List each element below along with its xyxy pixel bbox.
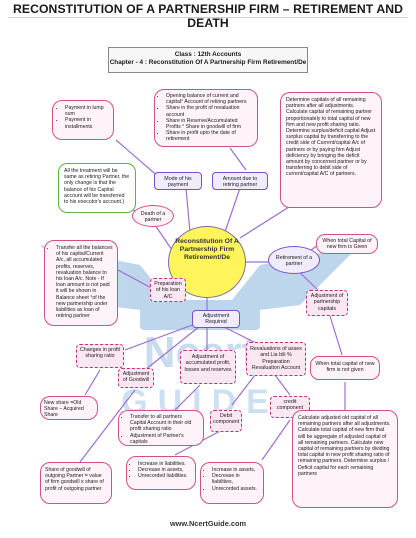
calc-adjusted-text: Calculate adjusted old capital of all re… [298, 415, 391, 477]
payment-modes-list: Payment in lump sum Payment in installme… [58, 105, 108, 130]
adjust-goodwill-label: Adjustment of Goodwill [122, 371, 150, 384]
footer-website: www.NcertGuide.com [169, 519, 247, 528]
when-given-label: When total Capital of new firm is Given [322, 238, 372, 251]
amount-item: Share in profit upto the date of retirem… [166, 130, 253, 142]
line-credit-items [261, 419, 291, 461]
retirement-node: Retirement of a partner [268, 246, 320, 274]
adjustment-capitals-label: Adjustment of partnership capitals [310, 293, 344, 312]
page-title: RECONSTITUTION OF A PARTNERSHIP FIRM – R… [12, 2, 404, 30]
line-changes-newshare [84, 369, 101, 396]
line-center-mode [185, 187, 191, 233]
changes-ratio-label: Changes in profit sharing ratio [79, 347, 121, 360]
death-note-text: All the treatment will be same as retiri… [64, 168, 130, 206]
when-given-node: When total Capital of new firm is Given [316, 234, 378, 254]
reserves-item: Transfer to all partners Capital Account… [130, 414, 199, 433]
new-share-text: New share =Old Share – Acquired Share [44, 400, 84, 419]
debit-component-node: Debit component [210, 410, 242, 432]
line-center-amount [224, 187, 241, 233]
line-loan-transfer [117, 269, 156, 291]
debit-component-label: Debit component [213, 413, 240, 426]
line-reval-debit [231, 374, 256, 406]
adjustment-capitals-node: Adjustment of partnership capitals [306, 290, 348, 316]
transfer-loan-list: Transfer all the balances of his capital… [49, 245, 113, 319]
calc-adjusted-box: Calculate adjusted old capital of all re… [292, 410, 398, 508]
debit-item: Decrease in assets, [138, 467, 191, 473]
mode-of-payment-label: Mode of his payment [164, 176, 192, 189]
line-center-death [154, 224, 173, 251]
adjust-profits-label: Adjustment of accumulated profit, losses… [184, 354, 232, 373]
revaluations-node: Revaluations of asses and Lia bili % Pre… [246, 342, 306, 376]
revaluations-label: Revaluations of asses and Lia bili % Pre… [250, 346, 302, 371]
title-divider [8, 17, 408, 18]
retirement-label: Retirement of a partner [275, 255, 313, 268]
payment-mode-item: Payment in installments [65, 117, 108, 129]
payment-mode-item: Payment in lump sum [65, 105, 108, 117]
line-mode-payments [115, 139, 161, 179]
determine-capitals-text: Determine capitals of all remaining part… [286, 97, 376, 178]
when-not-given-label: When total capital of new firm is not gi… [315, 361, 375, 374]
credit-component-label: credit component [276, 399, 304, 412]
new-share-box: New share =Old Share – Acquired Share [40, 396, 98, 420]
debit-items-list: Increase in liabilities. Decrease in ass… [131, 461, 191, 480]
line-profits-items [174, 384, 201, 411]
when-not-given-node: When total capital of new firm is not gi… [310, 356, 380, 380]
line-adjust-goodwill [144, 325, 201, 371]
payment-modes-box: Payment in lump sum Payment in installme… [52, 100, 114, 140]
class-line: Class : 12th Accounts [174, 51, 242, 58]
amount-item: Share in the profit of revaluation accou… [166, 105, 253, 117]
death-label: Death of a partner [140, 211, 166, 224]
line-amount-items [229, 147, 247, 171]
prep-loan-node: Preparation of his loan A/C [150, 278, 186, 302]
reserves-item: Adjustment of Partner's capitals [130, 433, 199, 445]
debit-item: Unrecorded liabilities. [138, 473, 191, 479]
adjustment-required-label: Adjustment Required [202, 313, 230, 326]
transfer-loan-item: Transfer all the balances of his capital… [56, 245, 113, 319]
line-goodwill-share [79, 389, 136, 463]
prep-loan-label: Preparation of his loan A/C [154, 281, 182, 300]
mode-of-payment-node: Mode of his payment [154, 172, 202, 190]
credit-item: Increase in assets, [212, 467, 259, 473]
credit-item: Unrecorded assets. [212, 486, 259, 492]
amount-due-label: Amount due to retiring partner [222, 176, 258, 189]
death-note-box: All the treatment will be same as retiri… [58, 163, 136, 213]
debit-items-box: Increase in liabilities. Decrease in ass… [126, 456, 196, 490]
line-capitals-notgiven [329, 315, 343, 356]
death-node: Death of a partner [132, 205, 174, 227]
amount-item: Share in Reserve/Accumulated Profits ° S… [166, 118, 253, 130]
reserves-items-list: Transfer to all partners Capital Account… [123, 414, 199, 445]
goodwill-share-box: Share of goodwill of outgoing Partner = … [40, 462, 112, 504]
goodwill-share-text: Share of goodwill of outgoing Partner = … [45, 467, 104, 492]
chapter-line: Chapter - 4 : Reconstitution Of A Partne… [109, 59, 307, 67]
adjust-profits-node: Adjustment of accumulated profit, losses… [180, 350, 236, 384]
amount-item: Opening balance of current and capital° … [166, 93, 253, 105]
reserves-items-box: Transfer to all partners Capital Account… [118, 410, 204, 446]
credit-items-list: Increase in assets, Decrease in liabilit… [205, 467, 259, 492]
credit-items-box: Increase in assets, Decrease in liabilit… [200, 462, 264, 504]
transfer-loan-box: Transfer all the balances of his capital… [44, 240, 118, 326]
changes-ratio-node: Changes in profit sharing ratio [76, 344, 124, 368]
adjustment-required-node: Adjustment Required [192, 310, 240, 328]
amount-items-list: Opening balance of current and capital° … [159, 93, 253, 143]
center-topic-label: Reconstitution Of A Partnership Firm Ret… [175, 238, 239, 261]
debit-item: Increase in liabilities. [138, 461, 191, 467]
determine-capitals-box: Determine capitals of all remaining part… [280, 92, 382, 208]
credit-item: Decrease in liabilities, [212, 473, 259, 485]
line-reval-credit [274, 374, 291, 396]
watermark-wing-right [220, 245, 360, 315]
class-header: Class : 12th Accounts Chapter - 4 : Reco… [108, 47, 308, 73]
adjust-goodwill-node: Adjustment of Goodwill [118, 368, 154, 388]
amount-items-box: Opening balance of current and capital° … [154, 89, 258, 147]
amount-due-node: Amount due to retiring partner [212, 172, 268, 190]
line-adjust-changes [124, 323, 196, 351]
